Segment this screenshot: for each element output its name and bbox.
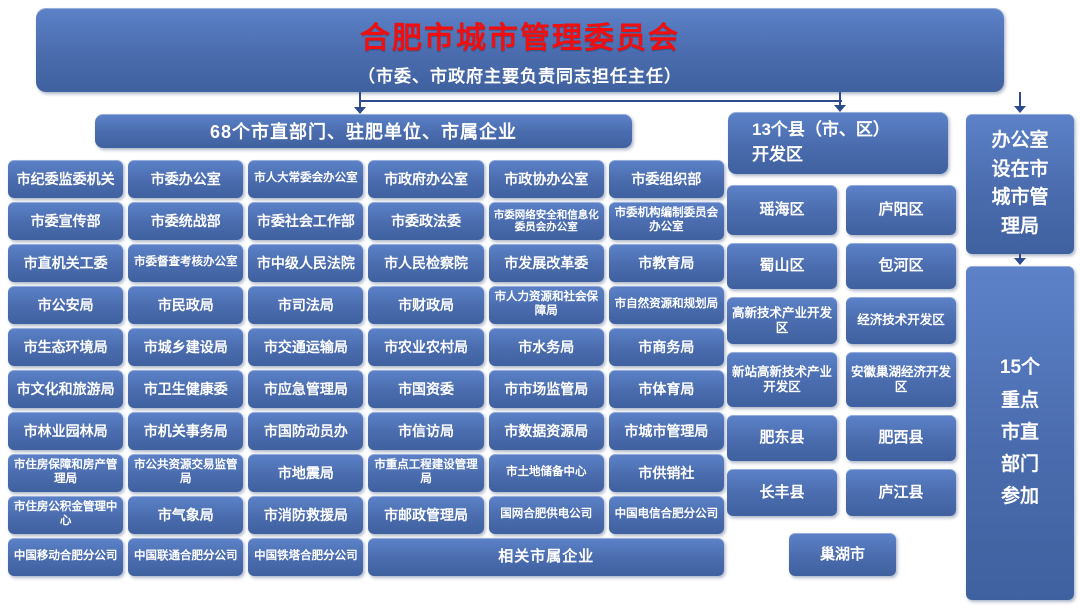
dept-cell: 市公共资源交易监管局 bbox=[128, 454, 244, 492]
dept-cell: 中国联通合肥分公司 bbox=[128, 538, 244, 576]
dept-cell: 市财政局 bbox=[368, 286, 484, 324]
arrow-down-icon bbox=[354, 107, 366, 114]
dept-cell: 市林业园林局 bbox=[8, 412, 124, 450]
dept-cell: 市司法局 bbox=[248, 286, 364, 324]
dept-cell: 市国资委 bbox=[368, 370, 484, 408]
dept-cell: 市住房保障和房产管理局 bbox=[8, 454, 124, 492]
dept-cell: 市体育局 bbox=[608, 370, 724, 408]
counties-header: 13个县（市、区） 开发区 bbox=[728, 112, 948, 174]
participants-note-box: 15个重点市直部门参加 bbox=[966, 266, 1074, 600]
committee-title: 合肥市城市管理委员会 bbox=[360, 22, 680, 55]
dept-cell: 市商务局 bbox=[608, 328, 724, 366]
dept-cell: 市委政法委 bbox=[368, 202, 484, 240]
dept-cell: 国网合肥供电公司 bbox=[488, 496, 604, 534]
county-cell: 蜀山区 bbox=[727, 243, 837, 289]
dept-cell: 市气象局 bbox=[128, 496, 244, 534]
counties-grid: 瑶海区 庐阳区 蜀山区 包河区 高新技术产业开发区 经济技术开发区 新站高新技术… bbox=[727, 185, 956, 516]
dept-cell: 市委宣传部 bbox=[8, 202, 124, 240]
dept-cell: 市信访局 bbox=[368, 412, 484, 450]
county-cell: 安徽巢湖经济开发区 bbox=[846, 352, 956, 407]
dept-cell: 市城乡建设局 bbox=[128, 328, 244, 366]
counties-header-line2: 开发区 bbox=[752, 145, 803, 164]
dept-cell: 市自然资源和规划局 bbox=[608, 286, 724, 324]
arrow-down-icon bbox=[1014, 258, 1026, 265]
dept-cell: 市卫生健康委 bbox=[128, 370, 244, 408]
dept-cell: 市委机构编制委员会办公室 bbox=[608, 202, 724, 240]
office-note-box: 办公室设在市城市管理局 bbox=[966, 114, 1074, 254]
connector-line bbox=[359, 92, 362, 107]
dept-cell: 中国铁塔合肥分公司 bbox=[248, 538, 364, 576]
dept-cell: 市土地储备中心 bbox=[488, 454, 604, 492]
dept-cell: 市国防动员办 bbox=[248, 412, 364, 450]
dept-cell: 市教育局 bbox=[608, 244, 724, 282]
committee-subtitle: （市委、市政府主要负责同志担任主任） bbox=[358, 67, 682, 86]
dept-cell: 中国移动合肥分公司 bbox=[8, 538, 124, 576]
dept-cell: 市地震局 bbox=[248, 454, 364, 492]
dept-cell: 市城市管理局 bbox=[608, 412, 724, 450]
arrow-down-icon bbox=[1014, 106, 1026, 113]
dept-cell: 市政府办公室 bbox=[368, 160, 484, 198]
county-cell-chaohu: 巢湖市 bbox=[789, 533, 896, 576]
connector-line bbox=[359, 100, 842, 103]
dept-cell: 市机关事务局 bbox=[128, 412, 244, 450]
arrow-down-icon bbox=[834, 105, 846, 112]
dept-cell: 市人民检察院 bbox=[368, 244, 484, 282]
related-enterprises-cell: 相关市属企业 bbox=[368, 538, 724, 576]
county-cell: 肥东县 bbox=[727, 415, 837, 461]
dept-cell: 中国电信合肥分公司 bbox=[608, 496, 724, 534]
dept-cell: 市委社会工作部 bbox=[248, 202, 364, 240]
connector-line bbox=[839, 92, 842, 105]
county-cell: 肥西县 bbox=[846, 415, 956, 461]
connector-line bbox=[1019, 254, 1022, 259]
dept-cell: 市纪委监委机关 bbox=[8, 160, 124, 198]
dept-cell: 市消防救援局 bbox=[248, 496, 364, 534]
county-cell: 经济技术开发区 bbox=[846, 297, 956, 344]
dept-cell: 市农业农村局 bbox=[368, 328, 484, 366]
dept-cell: 市数据资源局 bbox=[488, 412, 604, 450]
dept-cell: 市邮政管理局 bbox=[368, 496, 484, 534]
county-cell: 高新技术产业开发区 bbox=[727, 297, 837, 344]
dept-cell: 市中级人民法院 bbox=[248, 244, 364, 282]
dept-cell: 市文化和旅游局 bbox=[8, 370, 124, 408]
county-cell: 新站高新技术产业开发区 bbox=[727, 352, 837, 407]
departments-header: 68个市直部门、驻肥单位、市属企业 bbox=[95, 114, 632, 148]
dept-cell: 市交通运输局 bbox=[248, 328, 364, 366]
dept-cell: 市委办公室 bbox=[128, 160, 244, 198]
dept-cell: 市市场监管局 bbox=[488, 370, 604, 408]
dept-cell: 市重点工程建设管理局 bbox=[368, 454, 484, 492]
dept-cell: 市人力资源和社会保障局 bbox=[488, 286, 604, 324]
dept-cell: 市水务局 bbox=[488, 328, 604, 366]
county-cell: 庐阳区 bbox=[846, 185, 956, 235]
county-cell: 瑶海区 bbox=[727, 185, 837, 235]
county-cell: 包河区 bbox=[846, 243, 956, 289]
dept-cell: 市发展改革委 bbox=[488, 244, 604, 282]
dept-cell: 市人大常委会办公室 bbox=[248, 160, 364, 198]
county-cell: 长丰县 bbox=[727, 469, 837, 516]
dept-cell: 市公安局 bbox=[8, 286, 124, 324]
dept-cell: 市生态环境局 bbox=[8, 328, 124, 366]
dept-cell: 市直机关工委 bbox=[8, 244, 124, 282]
dept-cell: 市委网络安全和信息化委员会办公室 bbox=[488, 202, 604, 240]
departments-grid: 市纪委监委机关 市委办公室 市人大常委会办公室 市政府办公室 市政协办公室 市委… bbox=[8, 160, 724, 576]
counties-header-line1: 13个县（市、区） bbox=[752, 120, 890, 140]
dept-cell: 市住房公积金管理中心 bbox=[8, 496, 124, 534]
county-cell: 庐江县 bbox=[846, 469, 956, 516]
dept-cell: 市委督查考核办公室 bbox=[128, 244, 244, 282]
dept-cell: 市应急管理局 bbox=[248, 370, 364, 408]
dept-cell: 市供销社 bbox=[608, 454, 724, 492]
dept-cell: 市委组织部 bbox=[608, 160, 724, 198]
dept-cell: 市委统战部 bbox=[128, 202, 244, 240]
committee-banner: 合肥市城市管理委员会 （市委、市政府主要负责同志担任主任） bbox=[36, 8, 1004, 92]
connector-line bbox=[1019, 92, 1022, 106]
dept-cell: 市政协办公室 bbox=[488, 160, 604, 198]
dept-cell: 市民政局 bbox=[128, 286, 244, 324]
